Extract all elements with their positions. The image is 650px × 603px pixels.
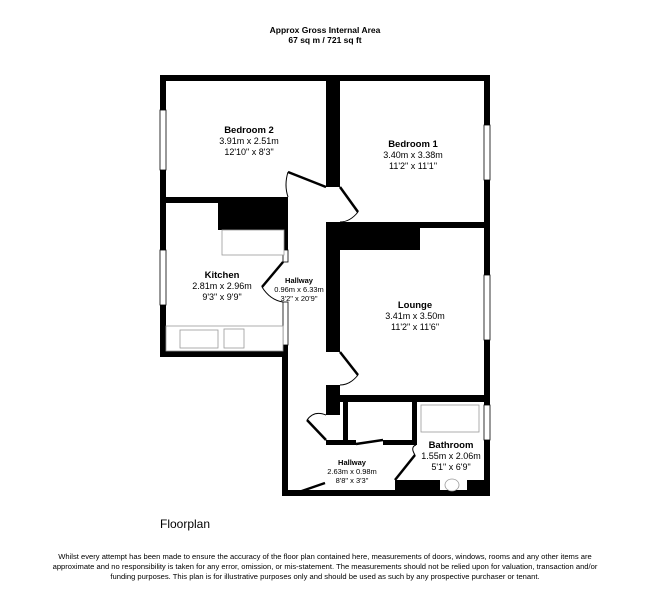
room-labels: Bedroom 2 3.91m x 2.51m 12'10" x 8'3" Be… [192,125,481,485]
room-imperial: 8'8" x 3'3" [336,476,369,485]
disclaimer: Whilst every attempt has been made to en… [52,552,598,581]
sink-icon [179,329,219,349]
room-imperial: 12'10" x 8'3" [224,147,273,157]
doors [261,170,417,495]
room-name: Kitchen [205,270,240,281]
room-imperial: 5'1" x 6'9" [431,462,470,472]
bath-icon [420,404,480,433]
room-metric: 3.41m x 3.50m [385,311,445,321]
room-name: Hallway [338,458,367,467]
floor-label: Floorplan [160,517,211,531]
room-metric: 3.40m x 3.38m [383,150,443,160]
window [159,249,167,306]
room-imperial: 11'2" x 11'6" [391,322,439,332]
window [483,124,491,181]
room-imperial: 3'2" x 20'9" [281,294,318,303]
area-title: Approx Gross Internal Area [269,25,381,35]
worktop [221,229,285,256]
window [483,404,491,441]
toilet-icon [444,478,460,492]
room-metric: 3.91m x 2.51m [219,136,279,146]
window [282,249,289,263]
room-imperial: 11'2" x 11'1" [389,161,437,171]
hob-icon [223,328,245,349]
fixtures [165,229,480,492]
window [282,301,289,346]
area-value: 67 sq m / 721 sq ft [288,35,362,45]
room-name: Bathroom [429,440,474,451]
window [483,274,491,341]
windows [159,109,491,441]
room-name: Hallway [285,276,314,285]
room-name: Bedroom 2 [224,125,274,136]
room-metric: 2.63m x 0.98m [327,467,377,476]
room-metric: 1.55m x 2.06m [421,451,481,461]
window [159,109,167,171]
room-imperial: 9'3" x 9'9" [202,292,241,302]
room-name: Lounge [398,300,432,311]
room-metric: 0.96m x 6.33m [274,285,324,294]
room-metric: 2.81m x 2.96m [192,281,252,291]
room-name: Bedroom 1 [388,139,438,150]
